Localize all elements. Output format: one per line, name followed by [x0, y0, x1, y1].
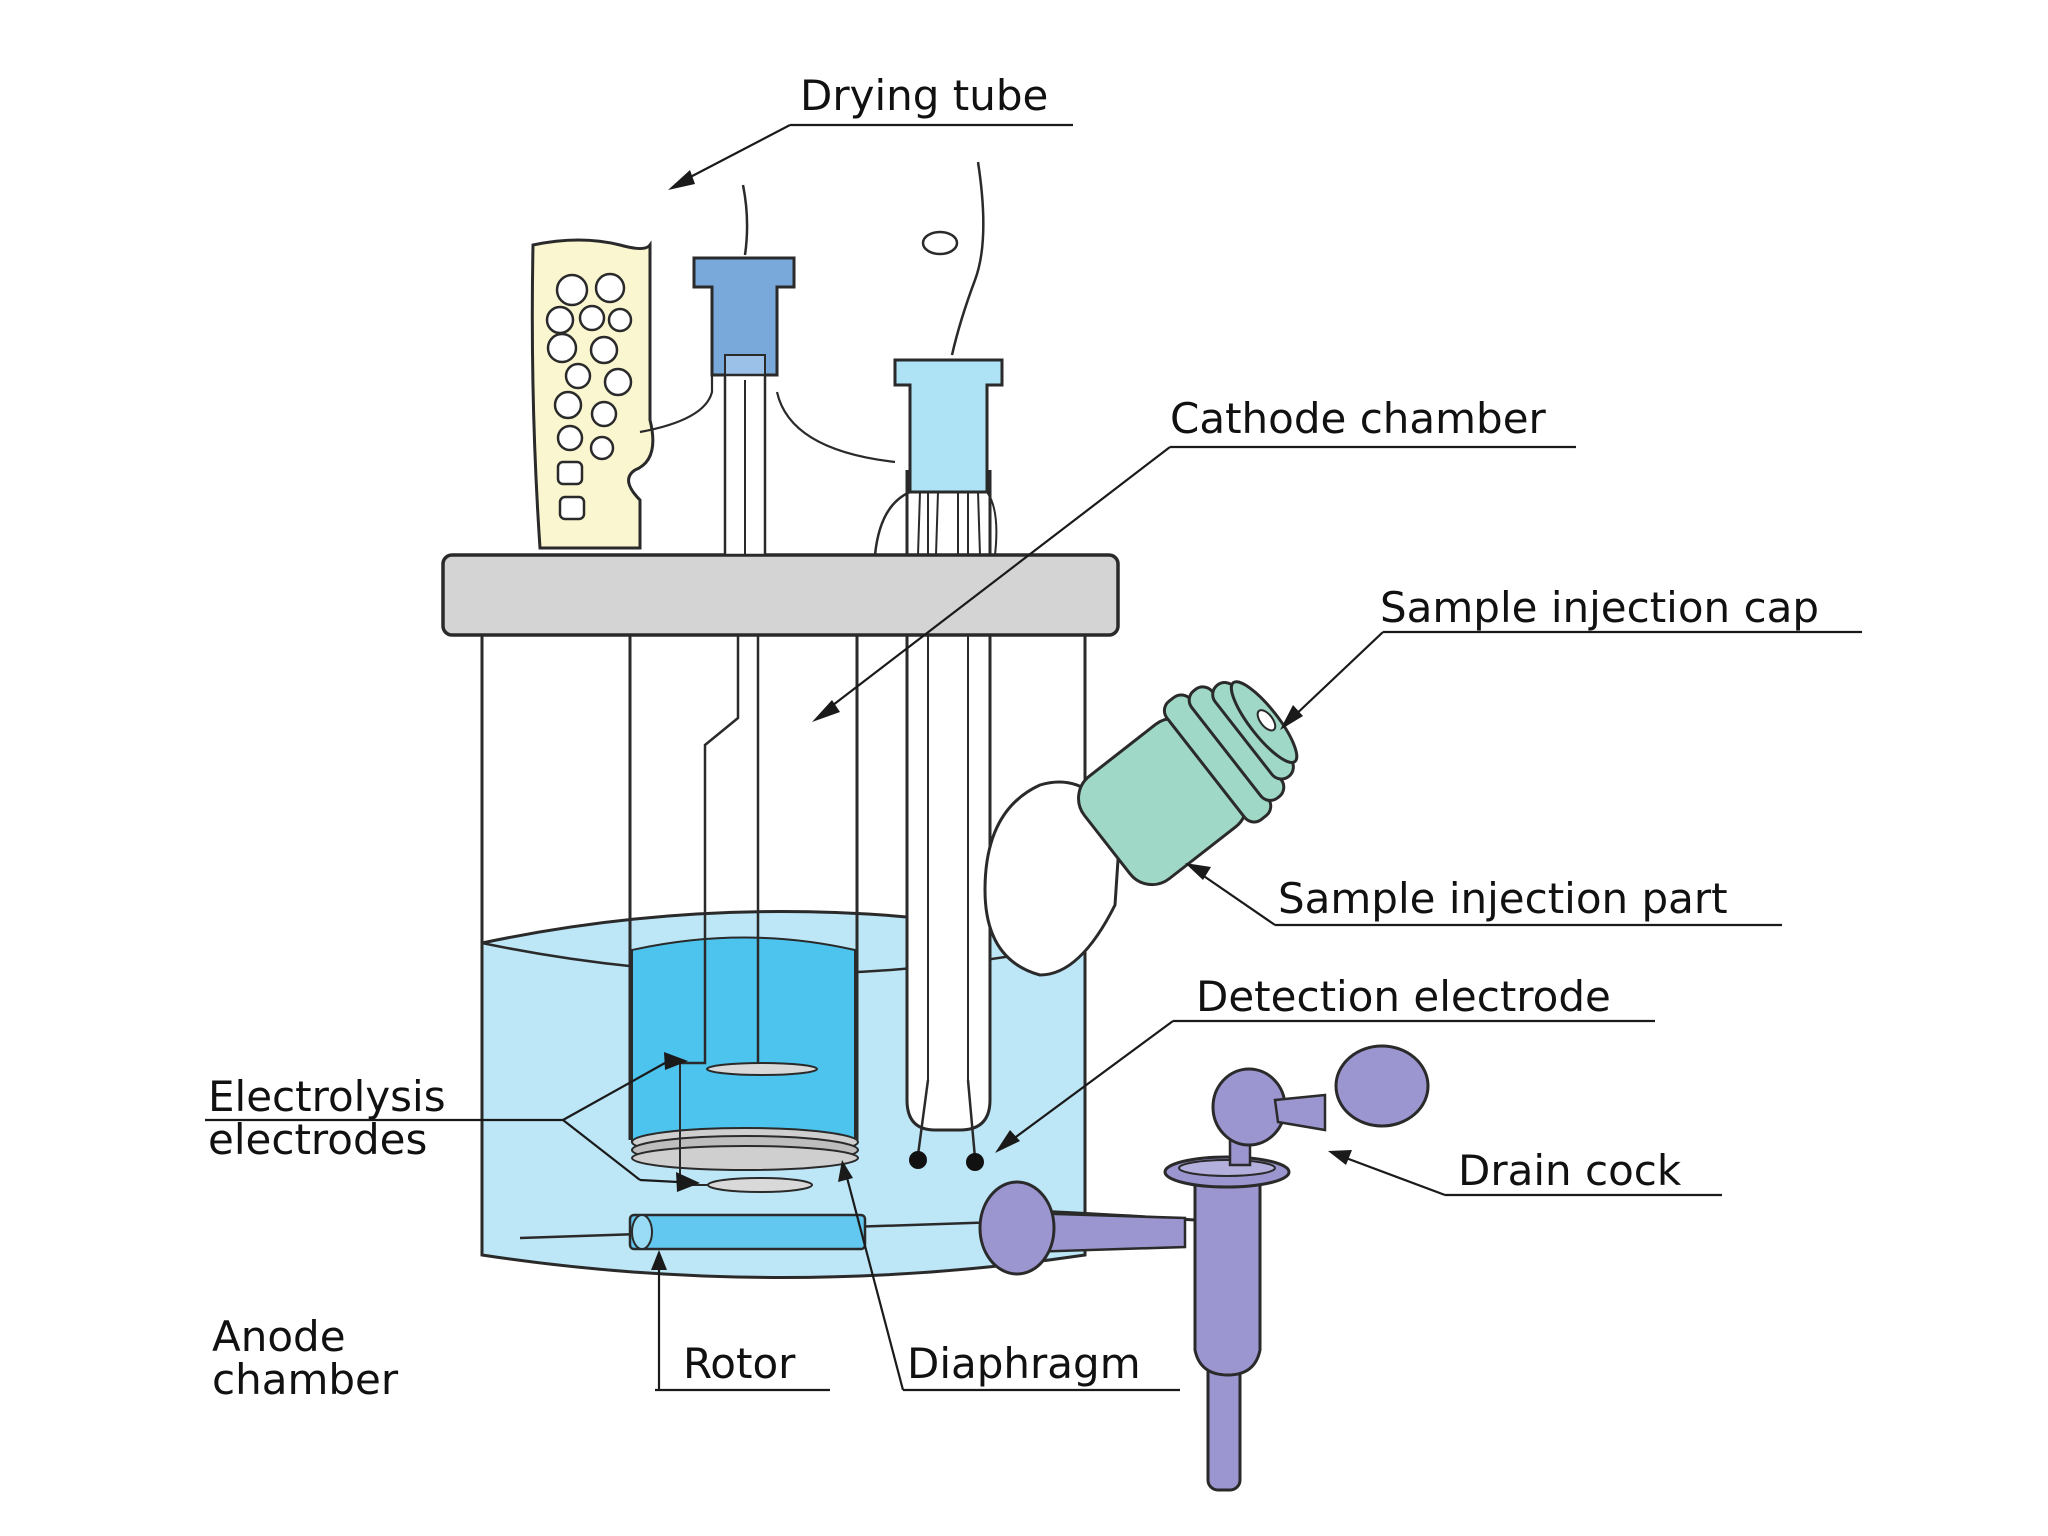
label-anode-chamber-2: chamber [212, 1355, 399, 1404]
text-labels: Drying tube Cathode chamber Sample injec… [208, 71, 1819, 1404]
label-electrolysis-electrodes-2: electrodes [208, 1115, 427, 1164]
leader-lines [205, 123, 1862, 1392]
drying-tube [530, 238, 655, 550]
label-drying-tube: Drying tube [800, 71, 1048, 120]
label-cathode-chamber: Cathode chamber [1170, 394, 1547, 443]
cathode-chamber [628, 635, 859, 1171]
cathode-solution [631, 936, 856, 1143]
electrode-head [692, 184, 796, 557]
rotor [519, 1213, 1001, 1251]
label-rotor: Rotor [683, 1339, 796, 1388]
desiccant-granules [545, 272, 633, 521]
label-electrolysis-electrodes-1: Electrolysis [208, 1072, 446, 1121]
label-drain-cock: Drain cock [1458, 1146, 1682, 1195]
label-sample-injection-cap: Sample injection cap [1380, 583, 1819, 632]
inner-electrolysis-electrode [706, 1062, 818, 1076]
vessel-lid [441, 553, 1120, 637]
label-detection-electrode: Detection electrode [1196, 972, 1611, 1021]
sample-injection-part [983, 680, 1299, 977]
detector-head [873, 161, 1004, 556]
label-anode-chamber-1: Anode [212, 1312, 346, 1361]
sample-injection-cap [1077, 680, 1299, 887]
label-sample-injection-part: Sample injection part [1278, 874, 1728, 923]
detection-electrode-tip-left [909, 1151, 927, 1169]
detection-electrode-tip-right [966, 1153, 984, 1171]
septum-hole [1256, 709, 1277, 732]
drain-cock [978, 1044, 1430, 1492]
outer-electrolysis-electrode [707, 1177, 813, 1193]
label-diaphragm: Diaphragm [907, 1339, 1141, 1388]
